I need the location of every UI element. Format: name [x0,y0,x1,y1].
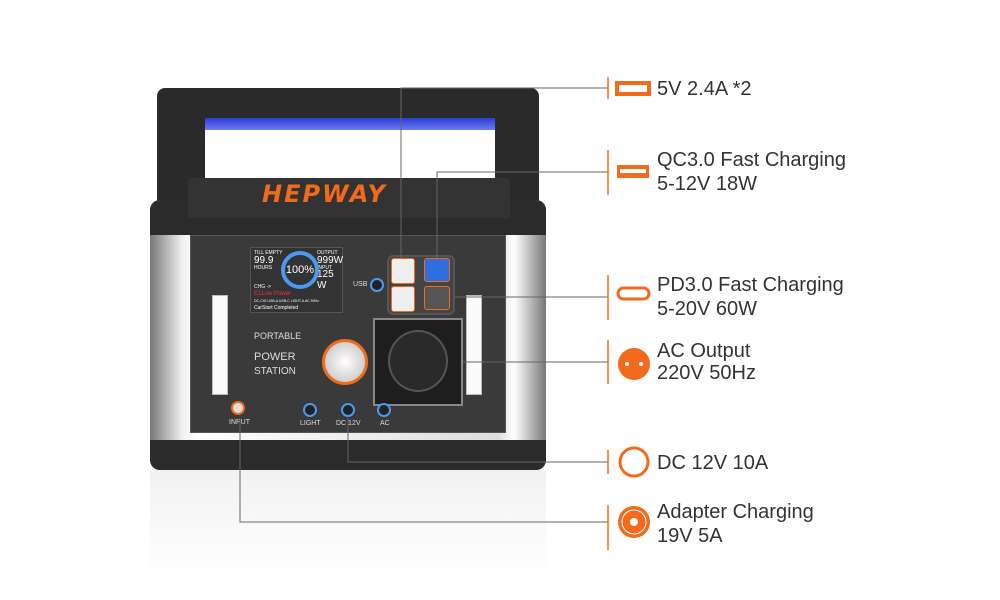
usb-a-icon [615,81,651,96]
hours-label: HOURS [254,265,273,271]
callout-line: 19V 5A [657,525,723,547]
output-value: 999W [317,255,344,266]
usb-power-button[interactable] [370,278,384,292]
usb-c-icon [616,286,651,301]
callout-line: 5V 2.4A *2 [657,78,752,100]
callout-usb-a: 5V 2.4A *2 [657,77,752,101]
left-light-bar [212,295,228,395]
brand-logo: HEPWAY [262,180,387,208]
ac-button[interactable] [377,403,391,417]
callout-line: AC Output [657,340,751,362]
hours-value: 99.9 [254,255,274,266]
dc-button[interactable] [341,403,355,417]
usb-label: USB [353,281,368,288]
charge-indicator: CHG -> [254,284,272,290]
callout-line: DC 12V 10A [657,452,769,474]
usb-c-port [424,286,450,310]
input-value: 125 W [317,269,334,291]
usb-qc-icon [617,165,649,178]
callout-line: 5-20V 60W [657,298,758,320]
dc-port-icon [618,446,650,478]
warning-text: E1Low Power [254,291,292,297]
light-button[interactable] [303,403,317,417]
callout-line: 220V 50Hz [657,362,756,384]
usb-a-port-bottom [391,286,415,312]
light-label: LIGHT [300,420,321,427]
output-label: OUTPUT [317,250,338,256]
adapter-port-icon [618,506,650,538]
ac-label: AC [380,420,390,427]
usb-a-port-top [391,258,415,284]
ac-socket-inner [388,330,448,392]
handle-light-strip [205,118,495,130]
ac-outlet-icon [618,348,650,380]
till-empty-label: TILL EMPTY [254,250,283,256]
battery-ring: 100% [281,251,319,289]
status-text: CarStart Completed [254,305,299,311]
input-label: INPUT [317,265,332,271]
power-label: POWER [254,351,296,363]
callout-line: QC3.0 Fast Charging [657,149,846,171]
station-label: STATION [254,366,296,377]
input-port [231,401,245,415]
usb-qc-port [424,258,450,282]
portable-label: PORTABLE [254,331,302,341]
callout-dc: DC 12V 10A [657,451,768,475]
product-reflection [150,470,546,580]
modes-text: DC-CIG USB-A USB-C LIGHT-A AC 50Hz [254,299,319,303]
callout-line: Adapter Charging [657,501,814,523]
lid [188,178,510,218]
callout-line: 5-12V 18W [657,173,758,195]
callout-line: PD3.0 Fast Charging [657,274,844,296]
main-power-button[interactable] [322,339,368,385]
right-light-bar [466,295,482,395]
